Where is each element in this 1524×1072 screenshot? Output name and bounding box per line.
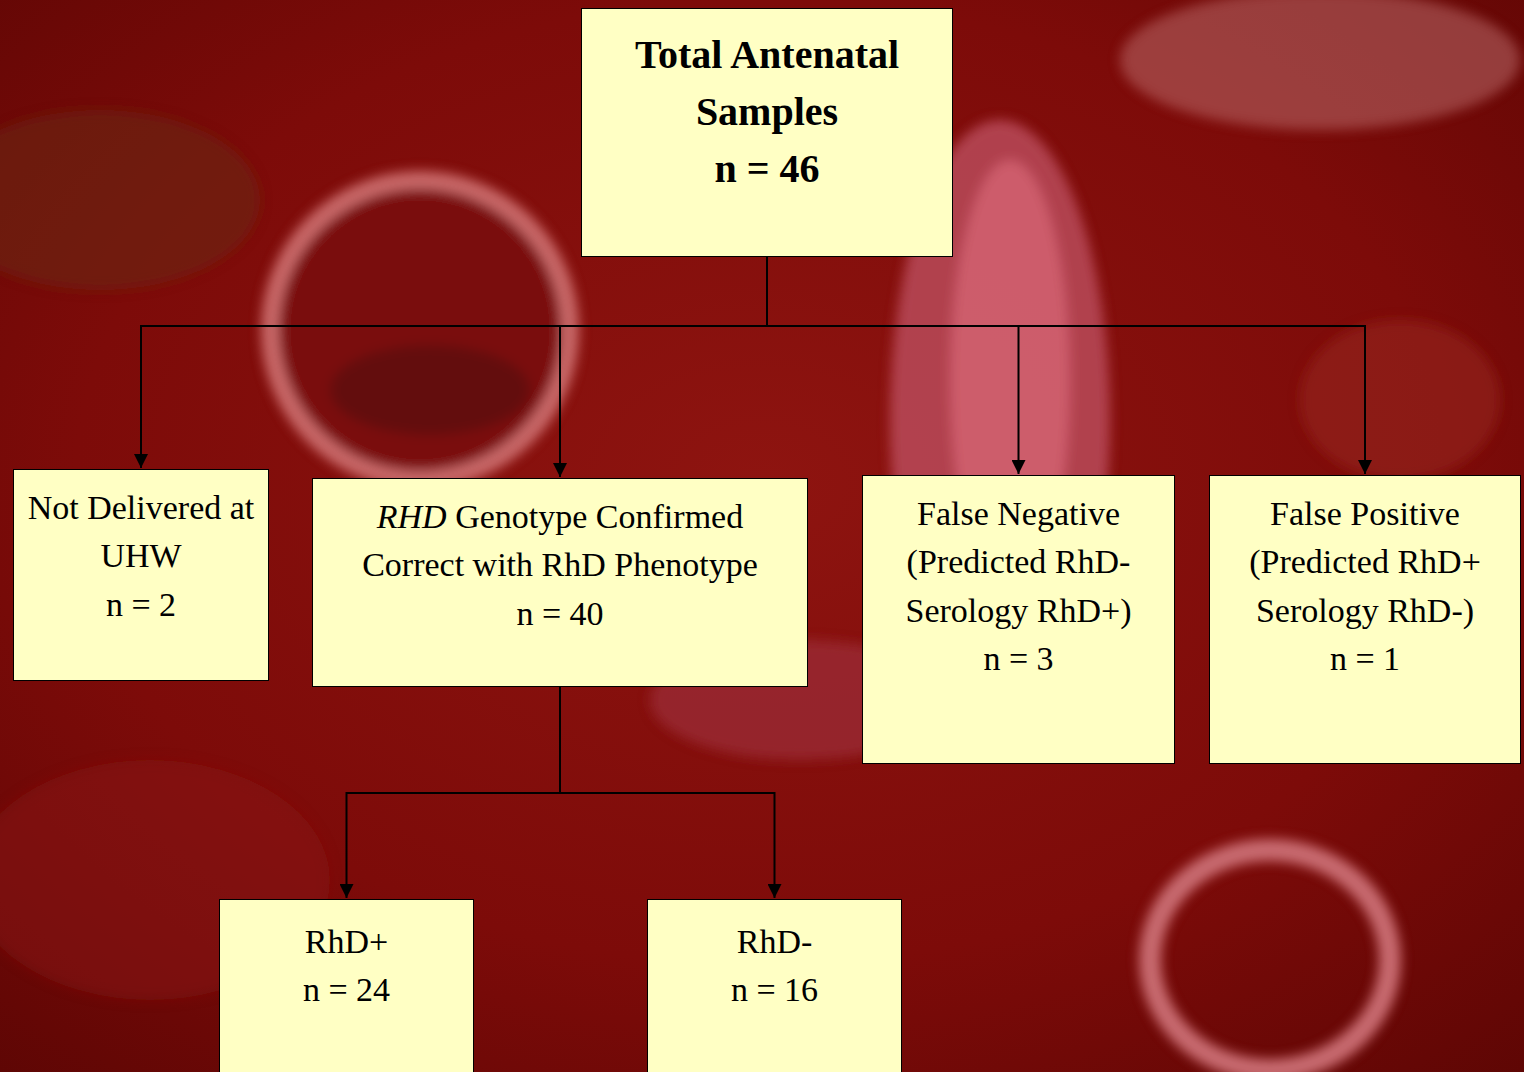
red-cell xyxy=(1120,0,1520,130)
box-label: False Positive (Predicted RhD+ Serology … xyxy=(1220,490,1510,635)
red-cell-shadow xyxy=(330,345,530,435)
connector-arrow xyxy=(347,687,561,898)
count-label: n = 1 xyxy=(1220,635,1510,683)
box-label: Not Delivered at UHW xyxy=(24,484,258,581)
box-label: RhD- xyxy=(658,918,891,966)
box-label: False Negative (Predicted RhD- Serology … xyxy=(873,490,1164,635)
connector-arrow xyxy=(767,257,1019,474)
count-label: n = 24 xyxy=(230,966,463,1014)
connector-arrow xyxy=(560,687,775,898)
root-box: Total Antenatal Samplesn = 46 xyxy=(581,8,953,257)
red-cell xyxy=(1150,850,1390,1070)
outcome-box: False Negative (Predicted RhD- Serology … xyxy=(862,475,1175,764)
result-box: RhD-n = 16 xyxy=(647,899,902,1072)
red-cell xyxy=(270,180,570,480)
count-label: n = 2 xyxy=(24,581,258,629)
count-label: n = 40 xyxy=(323,590,797,638)
box-label: RhD+ xyxy=(230,918,463,966)
outcome-box: False Positive (Predicted RhD+ Serology … xyxy=(1209,475,1521,764)
box-label: RHD Genotype Confirmed Correct with RhD … xyxy=(323,493,797,590)
connector-arrow xyxy=(560,257,767,477)
count-label: n = 16 xyxy=(658,966,891,1014)
red-cell xyxy=(1300,320,1500,480)
count-label: n = 46 xyxy=(592,141,942,198)
dark-patch xyxy=(0,110,260,290)
outcome-box: Not Delivered at UHWn = 2 xyxy=(13,469,269,681)
connector-arrow xyxy=(767,257,1365,474)
outcome-box: RHD Genotype Confirmed Correct with RhD … xyxy=(312,478,808,687)
count-label: n = 3 xyxy=(873,635,1164,683)
result-box: RhD+n = 24 xyxy=(219,899,474,1072)
box-label: Total Antenatal Samples xyxy=(592,27,942,141)
connector-arrow xyxy=(141,257,767,468)
